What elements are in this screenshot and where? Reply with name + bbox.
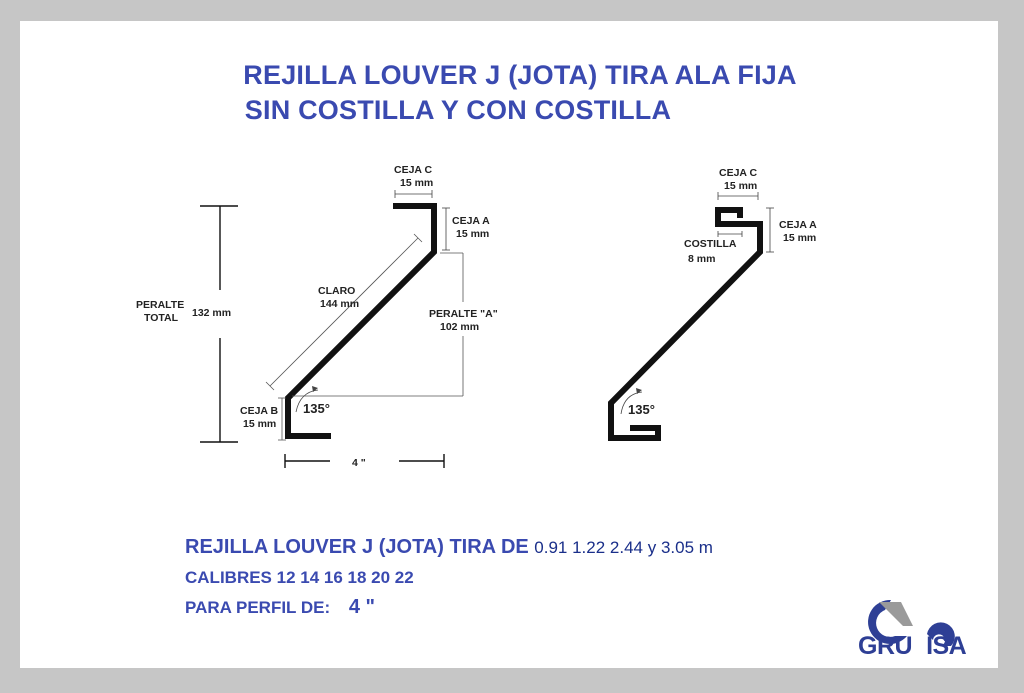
angle-arrow	[636, 388, 642, 394]
peralte-total-label-2: TOTAL	[144, 312, 179, 324]
spec-calibres: CALIBRES 12 14 16 18 20 22	[185, 568, 414, 587]
peralte-total-label-1: PERALTE	[136, 299, 184, 311]
ceja-a-left-value: 15 mm	[456, 228, 489, 240]
angle-right: 135°	[628, 402, 655, 417]
grudisa-logo-text: GRU ISA	[858, 632, 967, 661]
costilla-value: 8 mm	[688, 253, 715, 265]
drawing-sheet	[20, 21, 998, 668]
spec-lengths-values: 0.91 1.22 2.44 y 3.05 m	[534, 538, 713, 557]
claro-label: CLARO	[318, 285, 355, 297]
width-value: 4 "	[352, 457, 366, 469]
ceja-c-right-value: 15 mm	[724, 180, 757, 192]
spec-lengths: REJILLA LOUVER J (JOTA) TIRA DE 0.91 1.2…	[185, 536, 713, 559]
grudisa-logo-mark	[868, 599, 955, 646]
ceja-a-right-label: CEJA A	[779, 219, 817, 231]
title-line-1: REJILLA LOUVER J (JOTA) TIRA ALA FIJA	[243, 60, 797, 90]
dim-tick	[413, 233, 423, 243]
angle-arc-left	[295, 389, 319, 413]
ceja-c-right-label: CEJA C	[719, 167, 758, 179]
angle-left: 135°	[303, 401, 330, 416]
dim-claro	[269, 237, 419, 387]
claro-value: 144 mm	[320, 298, 359, 310]
dim-tick	[265, 381, 275, 391]
logo-text-right: ISA	[926, 632, 967, 660]
spec-lengths-prefix: REJILLA LOUVER J (JOTA) TIRA DE	[185, 536, 529, 558]
logo-swoosh-grey	[879, 602, 913, 626]
peralte-a-label: PERALTE "A"	[429, 308, 498, 320]
spec-perfil-size: 4 "	[348, 596, 376, 618]
ceja-c-left-label: CEJA C	[394, 164, 433, 176]
peralte-a-value: 102 mm	[440, 321, 479, 333]
logo-swoosh-blue	[868, 599, 907, 644]
costilla-label: COSTILLA	[684, 238, 737, 250]
peralte-total-value: 132 mm	[192, 307, 231, 319]
spec-perfil: PARA PERFIL DE: 4 "	[185, 596, 375, 619]
profile-right-shape	[608, 207, 763, 441]
ceja-a-left-label: CEJA A	[452, 215, 490, 227]
ceja-a-right-value: 15 mm	[783, 232, 816, 244]
ceja-b-value: 15 mm	[243, 418, 276, 430]
angle-arrow	[312, 386, 318, 392]
spec-perfil-prefix: PARA PERFIL DE:	[185, 598, 331, 617]
ceja-b-label: CEJA B	[240, 405, 279, 417]
angle-arc-right	[620, 391, 643, 415]
logo-d-arc	[927, 622, 955, 646]
profile-left-shape	[285, 203, 437, 439]
title-line-2: SIN COSTILLA Y CON COSTILLA	[244, 95, 672, 125]
logo-text-left: GRU	[858, 632, 913, 660]
ceja-c-left-value: 15 mm	[400, 177, 433, 189]
